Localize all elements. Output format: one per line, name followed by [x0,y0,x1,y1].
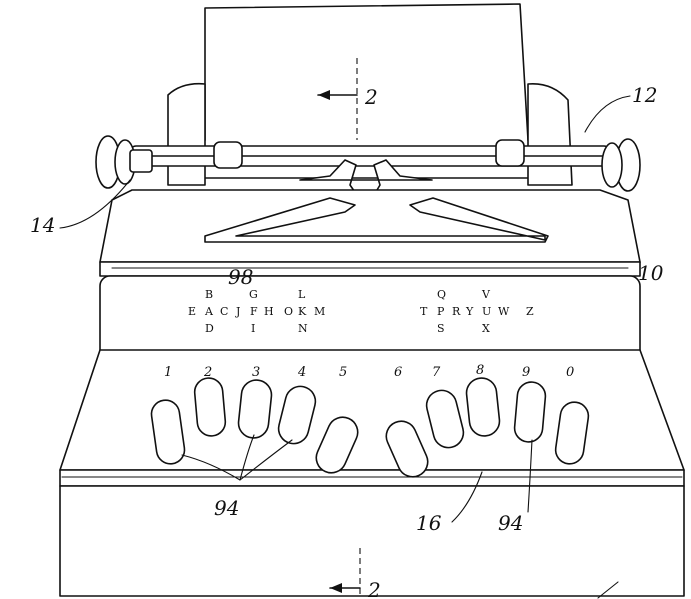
leader-12 [584,95,631,133]
keyboard-base-band [59,469,685,487]
letter-group-5-bottom: X [482,322,490,335]
letter-group-2-right: H [264,305,274,318]
paper-table [204,197,549,243]
key-number-3: 3 [252,365,260,380]
key-number-6: 6 [394,365,402,380]
leader-14 [59,179,131,229]
key-1[interactable] [150,398,187,465]
key-number-4: 4 [297,365,306,380]
letter-group-3-top: L [298,288,306,301]
letter-group-4-right: R [452,305,461,318]
key-number-8: 8 [476,363,484,378]
housing-band [99,261,641,277]
letter-group-2: G J F H I [235,288,274,335]
key-number-0: 0 [566,365,574,380]
numeral-16: 16 [416,511,442,535]
letter-group-4: Q T P R S [420,288,461,335]
letter-group-1: B E A C D [188,288,228,335]
numeral-12: 12 [632,83,657,107]
letter-group-3-left: O [284,305,293,318]
letter-group-2-left: J [235,305,240,318]
letter-group-1-top: B [205,288,213,301]
letter-group-5-center: U [482,305,491,318]
letter-group-5: V Y U W X [465,288,510,335]
key-4[interactable] [275,383,318,447]
letter-group-4-center: P [437,305,445,318]
letter-group-1-right: C [220,305,228,318]
key-number-row: 1 2 3 4 5 6 7 8 9 0 [164,363,574,380]
paper-roller-left [213,141,243,169]
letter-group-1-center: A [204,305,214,318]
numeral-98: 98 [228,265,253,289]
key-number-7: 7 [432,365,441,380]
letter-group-5-right: W [498,305,510,318]
letter-group-4-top: Q [437,288,446,301]
key-number-5: 5 [339,365,347,380]
numeral-10: 10 [638,261,664,285]
key-6[interactable] [382,416,433,481]
letter-group-4-bottom: S [437,322,445,335]
platen-knob-right[interactable] [601,138,641,192]
stray-stroke [597,581,619,599]
letter-group-3: L O K M N [284,288,325,335]
key-7[interactable] [423,387,466,451]
letter-group-3-bottom: N [298,322,308,335]
letter-group-5-top: V [481,288,491,301]
key-0[interactable] [554,400,590,465]
key-number-2: 2 [203,365,212,380]
section-mark-top: 2 [364,85,378,109]
key-2[interactable] [193,377,227,437]
leaders-94 [181,434,533,523]
keys [150,377,590,481]
letter-group-3-center: K [298,305,307,318]
section-arrowhead-bottom [330,583,342,593]
letter-group-1-bottom: D [205,322,214,335]
key-5[interactable] [312,412,363,477]
section-mark-bottom: 2 [367,578,381,599]
key-number-9: 9 [522,365,530,380]
carriage-body [167,82,206,186]
paper-roller-right [495,139,525,167]
letter-group-3-right: M [314,305,325,318]
numeral-14: 14 [30,213,55,237]
key-8[interactable] [465,377,501,438]
letter-group-2-top: G [249,288,258,301]
numeral-94-left: 94 [214,496,239,520]
upper-housing [99,189,641,263]
letter-group-1-left: E [188,305,196,318]
section-arrowhead-top [318,90,330,100]
key-number-1: 1 [164,365,172,380]
key-9[interactable] [513,381,547,443]
letter-group-4-left: T [420,305,428,318]
letter-group-2-center: F [250,305,258,318]
carriage-body-right [527,83,573,186]
numeral-94-right: 94 [498,511,523,535]
letter-group-2-bottom: I [251,322,255,335]
platen-knob-left[interactable] [95,135,153,189]
letter-z: Z [526,305,534,318]
key-3[interactable] [237,379,273,440]
chart-panel [99,275,641,361]
letter-group-5-left: Y [465,305,474,318]
